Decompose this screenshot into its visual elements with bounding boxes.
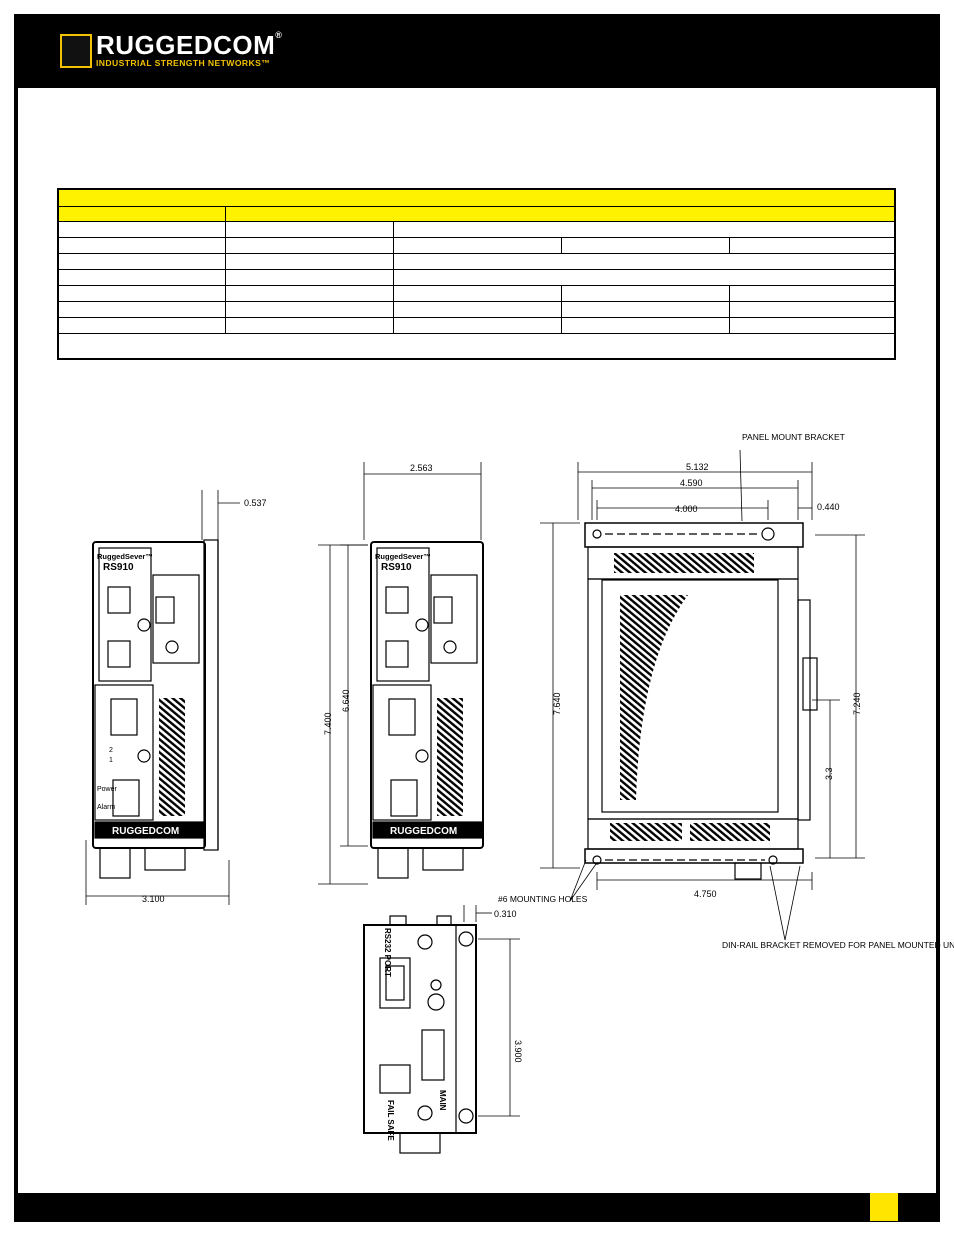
spec-table: [57, 188, 896, 360]
side-dim-height: 7.640: [552, 692, 562, 715]
brand-name: RUGGEDCOM: [96, 30, 276, 60]
front1-model: RS910: [103, 562, 134, 573]
table-row: [59, 238, 894, 254]
side-dim-height-right: 7.240: [852, 692, 862, 715]
table-row: [59, 302, 894, 318]
side-dim-rail: 3.3: [824, 767, 834, 780]
table-title-row: [59, 190, 894, 207]
front1-product: RuggedSever™: [97, 552, 153, 561]
front1-logo: RUGGEDCOM: [112, 826, 179, 837]
bottom-dim-edge: 0.310: [494, 909, 517, 919]
front1-led-alarm: Alarm: [97, 804, 115, 811]
bottom-dimensions: [463, 905, 520, 1117]
brand-logo-icon: [60, 34, 92, 68]
bottom-label-main: MAIN: [438, 1090, 447, 1111]
front1-led-2: 2: [109, 747, 113, 754]
page-number-badge: [870, 1193, 898, 1221]
side-dim-bottom: 4.750: [694, 889, 717, 899]
table-row: [59, 222, 894, 238]
table-row: [59, 270, 894, 286]
front1-led-power: Power: [97, 786, 118, 793]
table-row: [59, 318, 894, 334]
brand-logo: RUGGEDCOM® INDUSTRIAL STRENGTH NETWORKS™: [60, 30, 300, 74]
table-header-row: [59, 207, 894, 222]
front-view-1: [92, 539, 219, 879]
front2-logo: RUGGEDCOM: [390, 826, 457, 837]
side-label-din: DIN-RAIL BRACKET REMOVED FOR PANEL MOUNT…: [722, 940, 954, 950]
bottom-label-port: RS232 PORT: [383, 928, 392, 977]
front1-dim-depth: 0.537: [244, 498, 267, 508]
side-view: [584, 522, 818, 880]
front2-dim-height-inner: 6.640: [341, 689, 351, 712]
side-label-holes: #6 MOUNTING HOLES: [498, 894, 588, 904]
brand-registered: ®: [275, 30, 283, 40]
front2-dim-width: 2.563: [410, 463, 433, 473]
side-dimensions: [540, 449, 865, 941]
front1-led-1: 1: [109, 757, 113, 764]
front2-dim-height-outer: 7.400: [323, 712, 333, 735]
side-dim-offset: 0.440: [817, 502, 840, 512]
front2-dimensions: [318, 462, 482, 885]
front2-product: RuggedSever™: [375, 552, 431, 561]
side-dim-body: 4.590: [680, 478, 703, 488]
table-row: [59, 286, 894, 302]
side-dim-holes: 4.000: [675, 504, 698, 514]
front1-dim-width: 3.100: [142, 894, 165, 904]
table-row: [59, 254, 894, 270]
bottom-view: [363, 915, 477, 1154]
side-label-bracket: PANEL MOUNT BRACKET: [742, 432, 845, 442]
bottom-dim-height: 3.900: [513, 1040, 523, 1063]
front1-dimensions: [85, 490, 240, 905]
brand-tagline: INDUSTRIAL STRENGTH NETWORKS™: [96, 58, 271, 68]
front2-model: RS910: [381, 562, 412, 573]
front-view-2: [370, 541, 484, 879]
side-dim-overall: 5.132: [686, 462, 709, 472]
bottom-label-failsafe: FAIL SAFE: [386, 1100, 395, 1141]
